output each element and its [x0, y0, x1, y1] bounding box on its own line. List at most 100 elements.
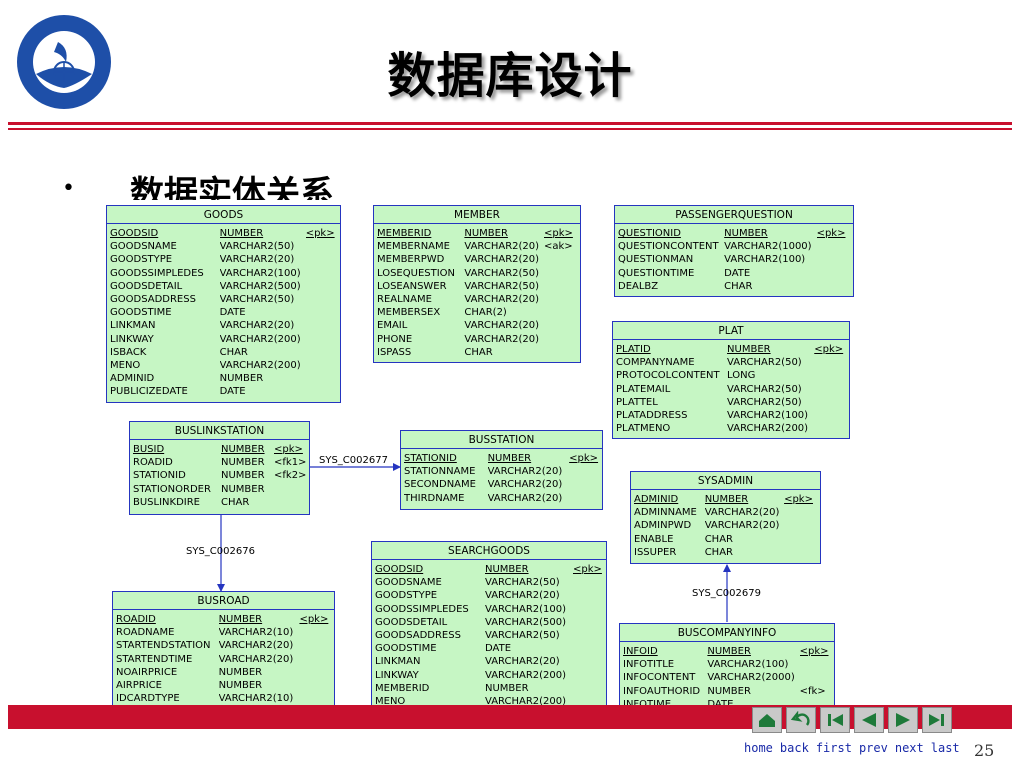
column-name: GOODSNAME	[375, 577, 442, 589]
column-type: VARCHAR2(200)	[219, 359, 301, 371]
column-name: MEMBERNAME	[377, 241, 450, 253]
column-key	[817, 240, 850, 253]
bullet-marker: •	[62, 176, 75, 201]
column-name: MEMBERSEX	[377, 307, 441, 319]
column-type: VARCHAR2(20)	[464, 320, 540, 332]
column-type: VARCHAR2(20)	[704, 507, 780, 519]
column-type: VARCHAR2(50)	[219, 293, 295, 305]
home-button[interactable]	[752, 707, 782, 733]
entity-column-row: PHONE VARCHAR2(20)	[377, 333, 577, 346]
undo-icon	[791, 711, 810, 726]
column-name: PHONE	[377, 333, 413, 345]
relationship-label: SYS_C002677	[319, 455, 388, 466]
nav-next-link[interactable]: next	[894, 741, 924, 755]
column-name: ISSUPER	[634, 546, 677, 558]
last-button[interactable]	[922, 707, 952, 733]
column-name: QUESTIONCONTENT	[618, 241, 719, 253]
back-button[interactable]	[786, 707, 816, 733]
column-type: NUMBER	[487, 453, 532, 464]
column-type: VARCHAR2(20)	[464, 241, 540, 253]
column-type: DATE	[219, 307, 246, 319]
column-key	[573, 669, 603, 682]
nav-prev-link[interactable]: prev	[858, 741, 888, 755]
entity-title: GOODS	[107, 206, 340, 224]
entity-title: SYSADMIN	[631, 472, 820, 490]
first-button[interactable]	[820, 707, 850, 733]
column-name: GOODSTYPE	[375, 590, 438, 602]
relationship-label: SYS_C002679	[692, 588, 761, 599]
prev-button[interactable]	[854, 707, 884, 733]
column-name: GOODSTYPE	[110, 254, 173, 266]
column-key: <pk>	[543, 228, 573, 239]
nav-back-link[interactable]: back	[779, 741, 809, 755]
column-key	[573, 642, 603, 655]
column-key	[569, 478, 599, 491]
entity-column-row: ADMINNAME VARCHAR2(20)	[634, 506, 817, 519]
column-name: ADMINNAME	[634, 507, 697, 519]
column-key	[573, 629, 603, 642]
column-type: VARCHAR2(100)	[724, 254, 806, 266]
column-type: VARCHAR2(200)	[485, 695, 567, 707]
column-type: VARCHAR2(100)	[727, 409, 809, 421]
column-name: PROTOCOLCONTENT	[616, 370, 720, 382]
column-name: SECONDNAME	[404, 479, 476, 491]
column-key	[299, 626, 331, 639]
column-name: BUSID	[133, 444, 165, 455]
column-key	[306, 319, 337, 332]
column-key	[299, 666, 331, 679]
column-type: VARCHAR2(200)	[727, 423, 809, 435]
column-type: VARCHAR2(20)	[464, 333, 540, 345]
column-name: STATIONID	[133, 470, 186, 482]
relationship-label: SYS_C002676	[186, 546, 255, 557]
nav-last-link[interactable]: last	[930, 741, 960, 755]
first-page-icon	[828, 714, 843, 726]
nav-first-link[interactable]: first	[815, 741, 852, 755]
column-type: CHAR	[704, 546, 733, 558]
nav-home-link[interactable]: home	[744, 741, 773, 755]
column-type: VARCHAR2(200)	[219, 333, 301, 345]
column-key	[306, 346, 337, 359]
entity-title: MEMBER	[374, 206, 580, 224]
column-type: CHAR(2)	[464, 307, 507, 319]
column-type: VARCHAR2(20)	[704, 520, 780, 532]
column-type: VARCHAR2(500)	[485, 616, 567, 628]
column-name: ADMINID	[110, 373, 155, 385]
column-key	[544, 306, 577, 319]
column-key	[784, 546, 817, 559]
column-name: ISPASS	[377, 346, 412, 358]
column-key	[544, 293, 577, 306]
next-button[interactable]	[888, 707, 918, 733]
column-name: GOODSNAME	[110, 241, 177, 253]
column-name: MENO	[375, 695, 406, 707]
column-type: NUMBER	[218, 614, 263, 625]
